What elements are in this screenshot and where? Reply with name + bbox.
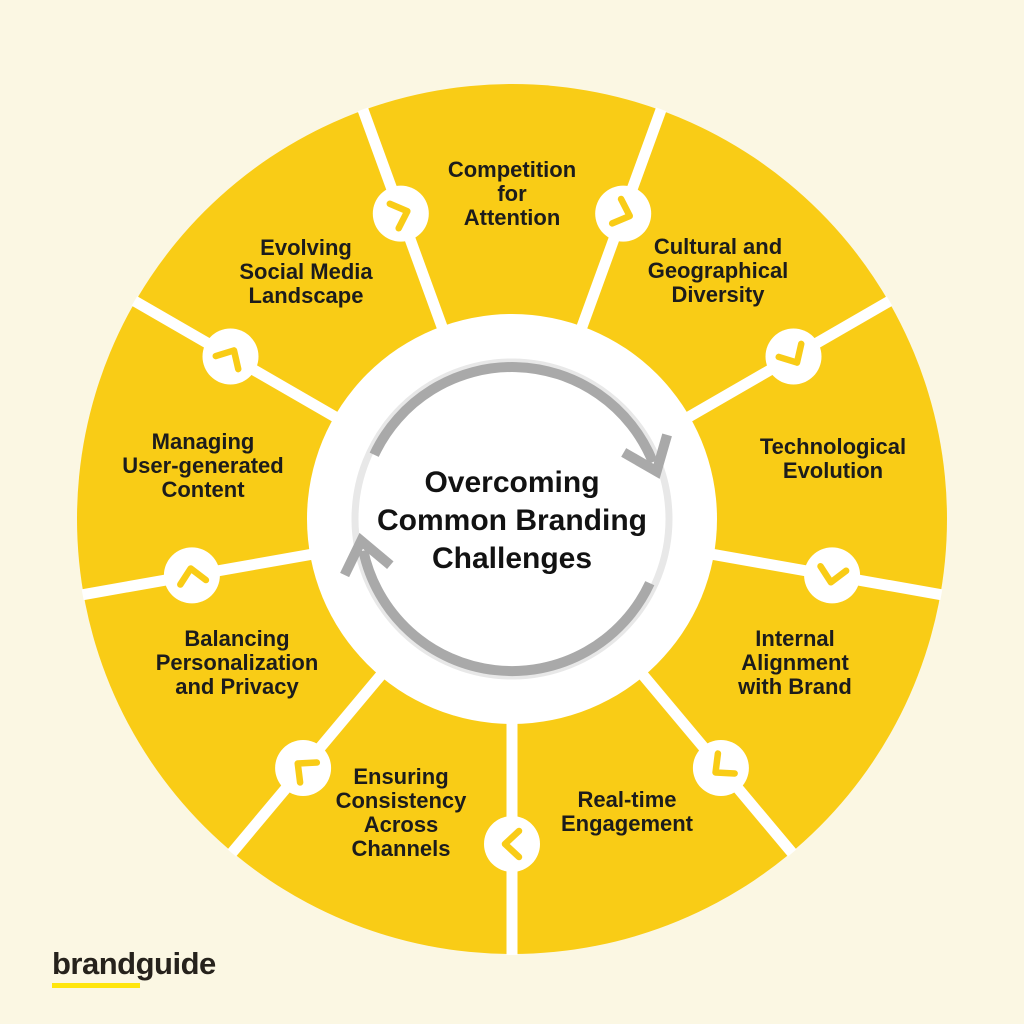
brand-logo-underline bbox=[52, 983, 140, 988]
chevron-icon bbox=[775, 340, 805, 366]
chevron-icon bbox=[817, 562, 850, 586]
chevron-marker bbox=[163, 547, 220, 604]
center-circle bbox=[307, 314, 717, 724]
segment-label-competition: Competition for Attention bbox=[447, 157, 577, 230]
segment-label-consistency: Ensuring Consistency Across Channels bbox=[335, 764, 467, 861]
chevron-marker bbox=[692, 740, 749, 796]
chevron-icon bbox=[712, 750, 738, 777]
segment-label-internal: Internal Alignment with Brand bbox=[738, 626, 852, 699]
chevron-marker bbox=[484, 816, 540, 872]
chevron-icon bbox=[608, 195, 634, 227]
segment-label-technological: Technological Evolution bbox=[759, 434, 907, 483]
segment-label-realtime: Real-time Engagement bbox=[560, 787, 694, 836]
cycle-arrows-icon bbox=[340, 362, 672, 677]
chevron-marker bbox=[202, 328, 259, 385]
chevron-marker bbox=[595, 185, 652, 242]
brand-logo: brandguide bbox=[52, 946, 216, 988]
chevron-marker bbox=[765, 328, 822, 385]
segment-label-cultural: Cultural and Geographical Diversity bbox=[647, 234, 789, 307]
chevron-icon bbox=[294, 759, 321, 786]
chevron-icon bbox=[177, 565, 210, 588]
chevron-icon bbox=[386, 200, 411, 232]
chevron-markers bbox=[163, 185, 861, 872]
chevron-icon bbox=[501, 827, 523, 861]
brand-logo-text: brandguide bbox=[52, 946, 216, 981]
chevron-marker bbox=[275, 740, 332, 796]
segment-label-balancing: Balancing Personalization and Privacy bbox=[155, 626, 319, 699]
chevron-marker bbox=[372, 185, 429, 242]
chevron-marker bbox=[804, 547, 861, 604]
center-title: Overcoming Common Branding Challenges bbox=[377, 466, 647, 575]
chevron-icon bbox=[212, 347, 242, 373]
segment-label-evolving: Evolving Social Media Landscape bbox=[239, 235, 373, 308]
segment-label-managing: Managing User-generated Content bbox=[122, 429, 284, 502]
